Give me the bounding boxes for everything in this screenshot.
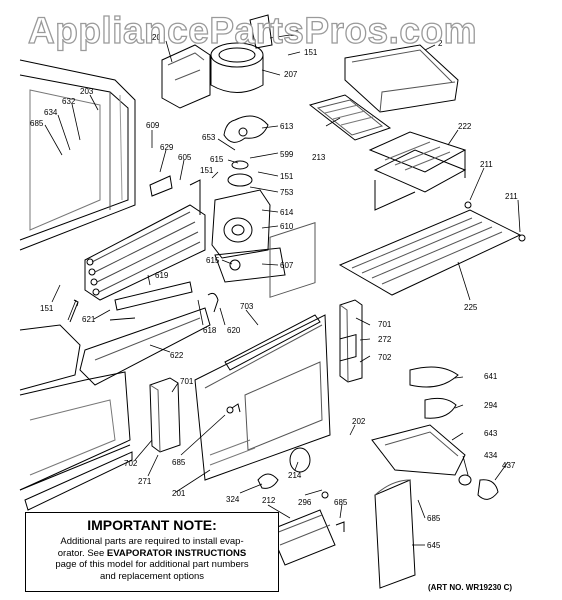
- callout-434: 434: [484, 451, 498, 460]
- refrigerator-liner: [19, 59, 136, 511]
- callout-613: 613: [280, 122, 294, 131]
- callout-643: 643: [484, 429, 498, 438]
- callout-201: 201: [172, 489, 186, 498]
- callout-621: 621: [82, 315, 96, 324]
- drain-trough: [79, 281, 219, 386]
- callout-629: 629: [160, 143, 174, 152]
- callout-634: 634: [44, 108, 58, 117]
- callout-271: 271: [138, 477, 152, 486]
- air-baffle-right: [339, 299, 363, 383]
- callout-619: 619: [155, 271, 169, 280]
- note-heading: IMPORTANT NOTE:: [87, 517, 217, 533]
- ice-dispenser-parts: [339, 333, 499, 589]
- callout-703: 703: [240, 302, 254, 311]
- callout-2: 2: [438, 39, 443, 48]
- callout-207: 207: [284, 70, 298, 79]
- callout-202: 202: [352, 417, 366, 426]
- callout-20: 20: [290, 29, 299, 38]
- callout-702-a: 702: [378, 353, 392, 362]
- watermark: AppliancePartsPros.com: [27, 9, 477, 51]
- callout-206: 206: [152, 33, 166, 42]
- callout-212: 212: [262, 496, 276, 505]
- arrow-icon: [69, 299, 79, 323]
- callout-702-b: 702: [124, 459, 138, 468]
- callout-610: 610: [280, 222, 294, 231]
- callout-701-b: 701: [180, 377, 194, 386]
- callout-599: 599: [280, 150, 294, 159]
- callout-324: 324: [226, 495, 240, 504]
- callout-615-a: 615: [210, 155, 224, 164]
- callout-653: 653: [202, 133, 216, 142]
- callout-151-d: 151: [40, 304, 54, 313]
- callout-685-b: 685: [172, 458, 186, 467]
- callout-labels: 206 20 151 207 2 203 632 634 685 609 629…: [30, 29, 518, 550]
- small-parts: [231, 403, 345, 566]
- callout-225: 225: [464, 303, 478, 312]
- evaporator-instructions-link[interactable]: EVAPORATOR INSTRUCTIONS: [106, 547, 247, 559]
- callout-296: 296: [298, 498, 312, 507]
- callout-272: 272: [378, 335, 392, 344]
- callout-641: 641: [484, 372, 498, 381]
- ice-bucket: [344, 44, 459, 113]
- note-line-2: orator. See EVAPORATOR INSTRUCTIONS: [26, 548, 278, 560]
- callout-607: 607: [280, 261, 294, 270]
- callout-609: 609: [146, 121, 160, 130]
- callout-214: 214: [288, 471, 302, 480]
- callout-753: 753: [280, 188, 294, 197]
- callout-685-c: 685: [334, 498, 348, 507]
- note-line-4: and replacement options: [99, 570, 205, 582]
- callout-222: 222: [458, 122, 472, 131]
- callout-701-a: 701: [378, 320, 392, 329]
- callout-620: 620: [227, 326, 241, 335]
- callout-685-a: 685: [30, 119, 44, 128]
- callout-151-c: 151: [280, 172, 294, 181]
- callout-622: 622: [170, 351, 184, 360]
- callout-213: 213: [312, 153, 326, 162]
- callout-615-b: 615: [206, 256, 220, 265]
- callout-151-a: 151: [304, 48, 318, 57]
- callout-151-b: 151: [200, 166, 214, 175]
- wire-shelf-225: [338, 201, 526, 296]
- damper-housing: [161, 14, 273, 109]
- evaporator-coil: [84, 175, 206, 301]
- callout-632: 632: [62, 97, 76, 106]
- air-baffle-left: [149, 377, 181, 453]
- callout-605: 605: [178, 153, 192, 162]
- callout-294: 294: [484, 401, 498, 410]
- note-line-2a: orator. See: [57, 547, 107, 559]
- callout-211-a: 211: [480, 160, 493, 169]
- ice-tray: [308, 94, 392, 141]
- callout-211-b: 211: [505, 192, 518, 201]
- callout-437: 437: [502, 461, 516, 470]
- important-note-box: IMPORTANT NOTE: Additional parts are req…: [25, 512, 279, 592]
- note-line-1: Additional parts are required to install…: [60, 536, 244, 547]
- evaporator-cover: [194, 221, 331, 481]
- callout-614: 614: [280, 208, 294, 217]
- callout-203: 203: [80, 87, 94, 96]
- art-number: (ART NO. WR19230 C): [428, 583, 513, 592]
- callout-618: 618: [203, 326, 217, 335]
- callout-685-d: 685: [427, 514, 441, 523]
- leader-lines: [44, 34, 521, 546]
- wire-shelf-222: [368, 131, 467, 211]
- note-line-3: page of this model for additional part n…: [55, 559, 249, 570]
- fan-motor-assembly: [211, 115, 286, 283]
- callout-645: 645: [427, 541, 441, 550]
